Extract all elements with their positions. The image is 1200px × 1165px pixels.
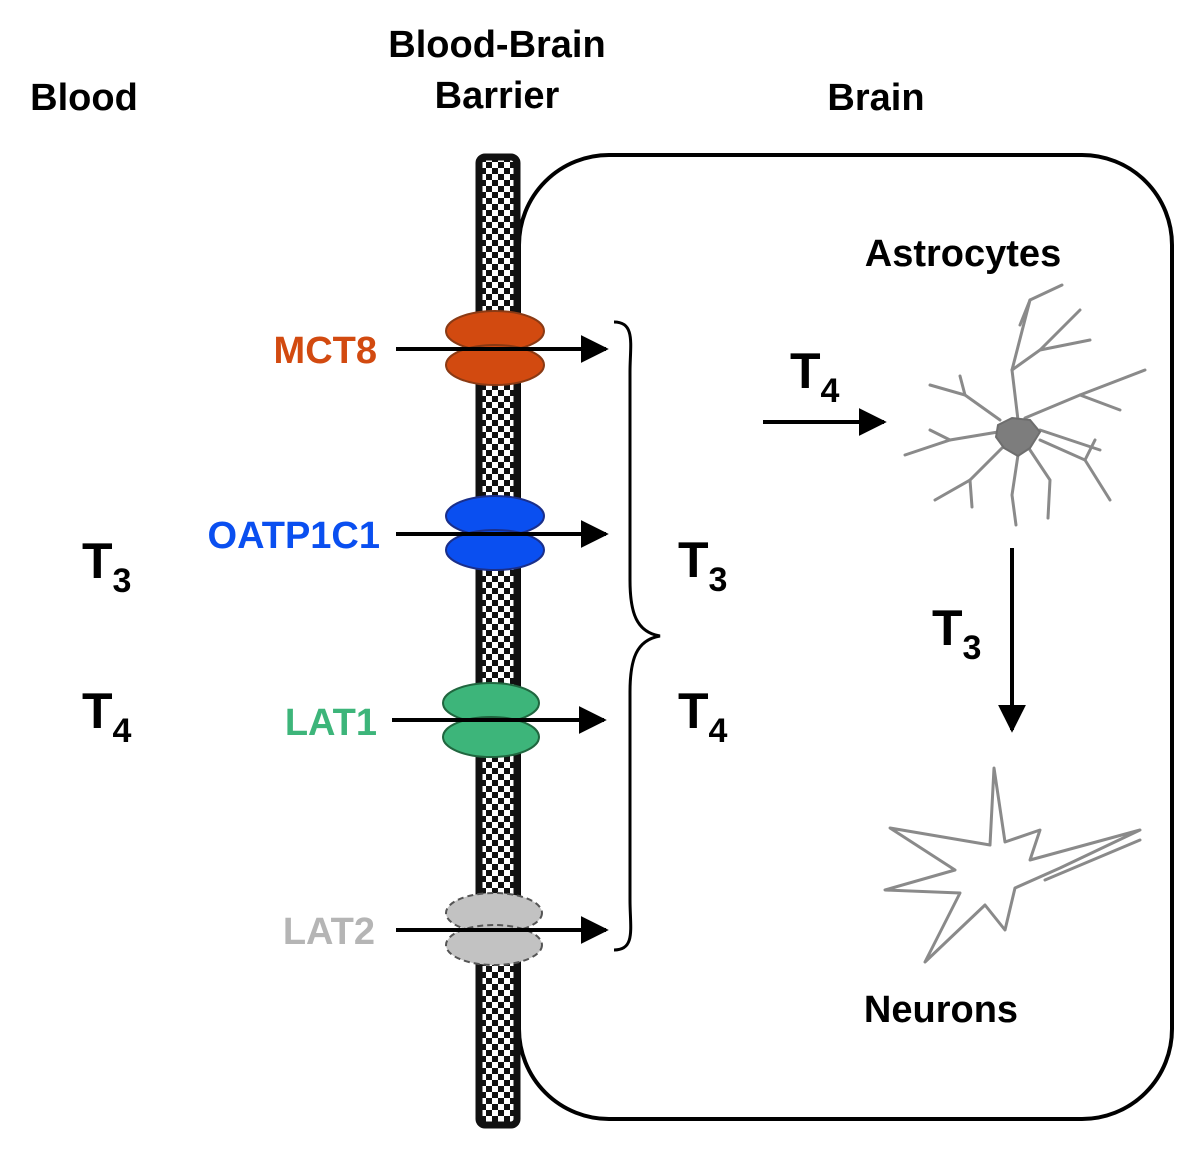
transporter-label-lat1: LAT1: [285, 702, 377, 744]
transporter-mct8: MCT8: [274, 310, 609, 386]
transporter-lat2-lower-subunit: [445, 924, 543, 966]
header-blood: Blood: [30, 77, 138, 119]
astrocytes-label: Astrocytes: [865, 233, 1061, 275]
astrocyte-body: [994, 416, 1042, 458]
blood-hormone-t3: T3: [82, 533, 131, 600]
blood-hormone-t4: T4: [82, 683, 132, 750]
transporter-oatp1c1-lower-subunit: [445, 529, 545, 571]
transporter-mct8-lower-subunit: [445, 344, 545, 386]
blood-brain-barrier: [475, 153, 521, 1129]
grouping-brace: [613, 320, 661, 952]
neuron-icon: [883, 766, 1142, 964]
header-bbb-line1: Blood-Brain: [388, 24, 605, 66]
transporter-label-oatp1c1: OATP1C1: [208, 515, 380, 557]
astrocyte-input-t4: T4: [790, 343, 840, 410]
transporter-lat1-lower-subunit: [442, 716, 540, 758]
brain-hormone-t3: T3: [678, 532, 727, 599]
header-brain: Brain: [827, 77, 924, 119]
neuron-input-t3: T3: [932, 600, 981, 667]
transporter-oatp1c1: OATP1C1: [208, 495, 609, 571]
transporter-lat1: LAT1: [285, 682, 607, 758]
transporter-label-mct8: MCT8: [274, 330, 377, 372]
neurons-label: Neurons: [864, 989, 1018, 1031]
brain-hormone-t4: T4: [678, 683, 728, 750]
astrocyte-icon: [903, 283, 1147, 527]
header-bbb-line2: Barrier: [435, 75, 560, 117]
transporter-label-lat2: LAT2: [283, 911, 375, 953]
transporter-lat2: LAT2: [283, 892, 609, 966]
brain-compartment: [517, 153, 1174, 1121]
